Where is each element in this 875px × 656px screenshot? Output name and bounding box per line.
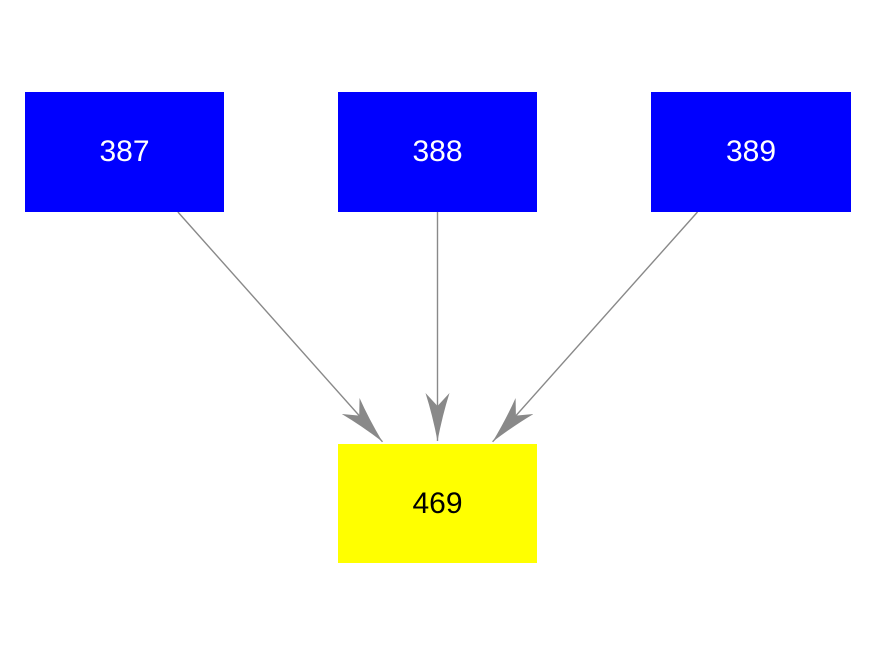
edge-387-469 — [177, 211, 384, 443]
edge-389-469 — [492, 211, 699, 443]
node-label: 469 — [412, 486, 463, 520]
node-388[interactable]: 388 — [338, 92, 537, 212]
node-469[interactable]: 469 — [338, 444, 537, 563]
node-389[interactable]: 389 — [651, 92, 851, 212]
node-label: 388 — [412, 135, 463, 168]
node-label: 387 — [99, 135, 150, 168]
node-label: 389 — [725, 135, 777, 168]
node-387[interactable]: 387 — [25, 92, 224, 212]
